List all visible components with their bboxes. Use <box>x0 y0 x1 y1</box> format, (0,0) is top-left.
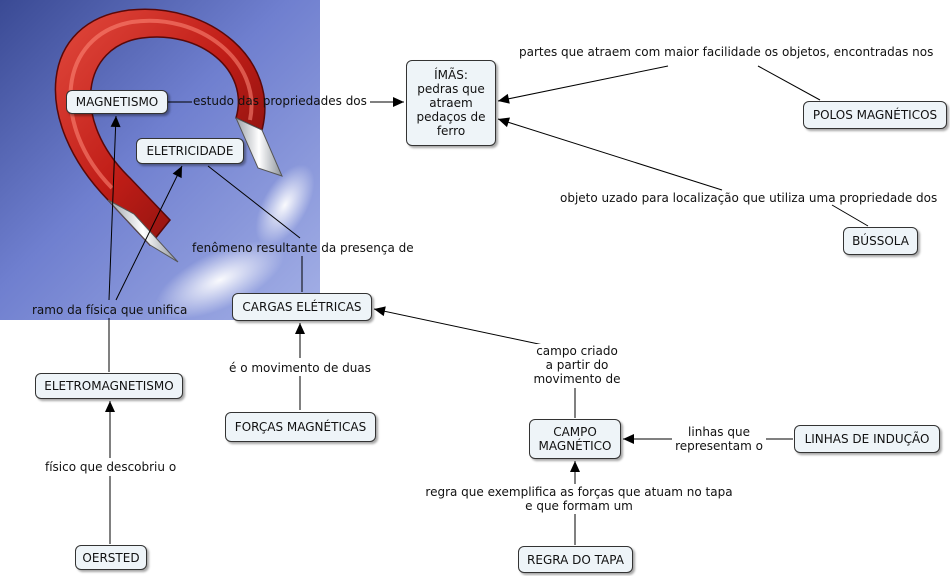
link-label-objeto: objeto uzado para localização que utiliz… <box>560 191 938 205</box>
link-campo-b-line <box>373 308 549 347</box>
link-label-estudo: estudo das propriedades dos <box>193 94 367 108</box>
link-estudo-b-arrowhead <box>393 97 404 107</box>
link-ramo-b-line <box>108 115 117 301</box>
link-fisico-b-arrowhead <box>105 401 115 412</box>
link-label-campo-criado: campo criado a partir do movimento de <box>530 344 624 386</box>
link-ramo-c-arrowhead <box>172 166 182 179</box>
link-ramo-c-line <box>115 165 183 301</box>
link-label-linhas-que: linhas que representam o <box>672 425 766 453</box>
link-linhas-b-arrowhead <box>623 434 634 444</box>
link-objeto-a-line <box>831 204 869 227</box>
link-fenomeno-b-line <box>207 165 301 239</box>
link-ramo-b-arrowhead <box>110 116 121 128</box>
link-partes-b-arrowhead <box>498 93 510 104</box>
link-label-movimento: é o movimento de duas <box>229 361 372 375</box>
link-label-ramo: ramo da física que unifica <box>32 303 188 317</box>
concept-eletromagnetismo[interactable]: ELETROMAGNETISMO <box>35 373 183 399</box>
link-label-regra: regra que exemplifica as forças que atua… <box>418 485 740 513</box>
concept-regra-do-tapa[interactable]: REGRA DO TAPA <box>518 546 633 573</box>
concept-eletricidade[interactable]: ELETRICIDADE <box>136 138 244 164</box>
link-regra-b-arrowhead <box>570 461 580 472</box>
link-partes-b-line <box>497 65 669 102</box>
horseshoe-magnet-image <box>0 0 320 320</box>
link-label-partes: partes que atraem com maior facilidade o… <box>519 45 934 59</box>
concept-cargas-eletricas[interactable]: CARGAS ELÉTRICAS <box>232 293 372 321</box>
link-objeto-b-arrowhead <box>498 117 510 128</box>
link-label-fisico: físico que descobriu o <box>45 460 177 474</box>
concept-imas[interactable]: ÍMÃS: pedras que atraem pedaços de ferro <box>406 60 496 146</box>
concept-bussola[interactable]: BÚSSOLA <box>843 227 918 255</box>
link-movimento-b-arrowhead <box>295 323 305 334</box>
concept-campo-magnetico[interactable]: CAMPO MAGNÉTICO <box>529 419 621 459</box>
concept-magnetismo[interactable]: MAGNETISMO <box>66 90 168 114</box>
concept-polos-magneticos[interactable]: POLOS MAGNÉTICOS <box>803 101 947 129</box>
link-partes-a-line <box>757 65 821 101</box>
concept-linhas-de-inducao[interactable]: LINHAS DE INDUÇÃO <box>794 425 940 453</box>
link-label-fenomeno: fenômeno resultante da presença de <box>192 241 414 255</box>
link-campo-b-arrowhead <box>374 306 386 317</box>
link-objeto-b-line <box>497 118 723 191</box>
concept-forcas-magneticas[interactable]: FORÇAS MAGNÉTICAS <box>225 412 376 442</box>
concept-oersted[interactable]: OERSTED <box>75 545 147 570</box>
